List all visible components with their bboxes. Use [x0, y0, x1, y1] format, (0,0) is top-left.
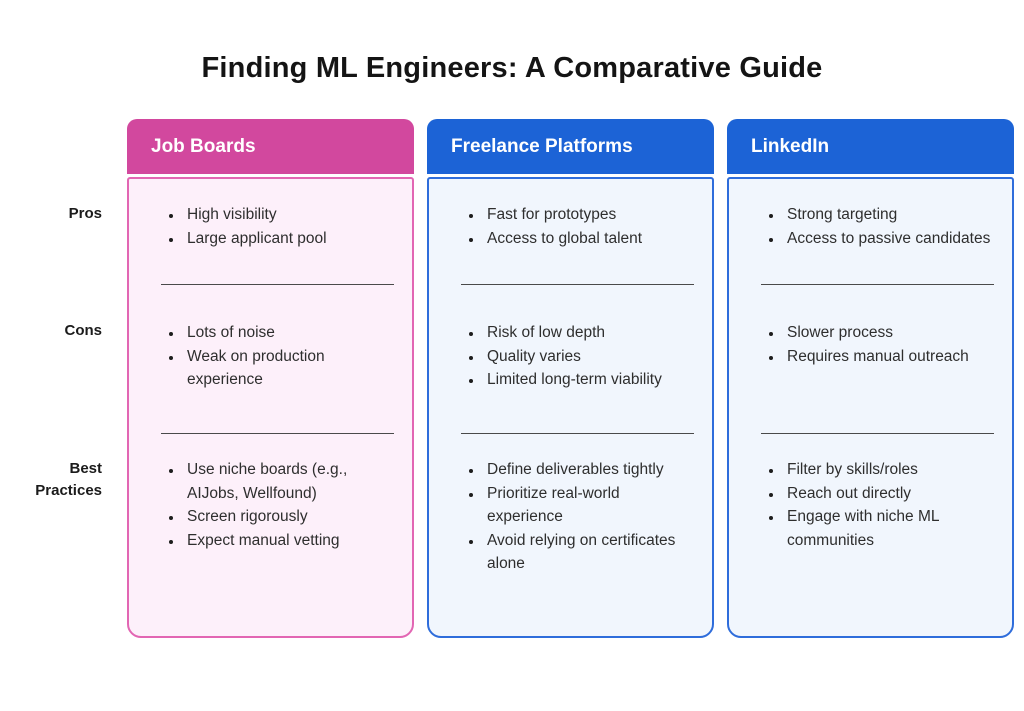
list-item: Strong targeting — [783, 203, 996, 227]
list-item: Requires manual outreach — [783, 345, 996, 369]
page-title: Finding ML Engineers: A Comparative Guid… — [201, 52, 823, 84]
comparison-board: Pros Cons Best Practices Job Boards High… — [10, 119, 1024, 638]
list-item: Use niche boards (e.g., AIJobs, Wellfoun… — [183, 458, 396, 505]
section-divider — [761, 433, 994, 434]
row-label-column: Pros Cons Best Practices — [10, 119, 114, 638]
cons-list: Slower process Requires manual outreach — [729, 285, 1012, 433]
section-divider — [161, 433, 394, 434]
best-practices-list: Filter by skills/roles Reach out directl… — [729, 434, 1012, 552]
cons-list: Lots of noise Weak on production experie… — [129, 285, 412, 433]
card-linkedin: LinkedIn Strong targeting Access to pass… — [727, 119, 1014, 638]
section-divider — [161, 284, 394, 285]
card-header-freelance-platforms: Freelance Platforms — [427, 119, 714, 174]
list-item: Access to passive candidates — [783, 227, 996, 251]
card-header-linkedin: LinkedIn — [727, 119, 1014, 174]
card-body-linkedin: Strong targeting Access to passive candi… — [727, 177, 1014, 638]
card-freelance-platforms: Freelance Platforms Fast for prototypes … — [427, 119, 714, 638]
list-item: Access to global talent — [483, 227, 696, 251]
section-divider — [461, 284, 694, 285]
section-divider — [761, 284, 994, 285]
list-item: Screen rigorously — [183, 505, 396, 529]
best-practices-list: Define deliverables tightly Prioritize r… — [429, 434, 712, 576]
list-item: Risk of low depth — [483, 321, 696, 345]
list-item: High visibility — [183, 203, 396, 227]
row-label-best-practices: Best Practices — [35, 460, 102, 499]
pros-list: High visibility Large applicant pool — [129, 179, 412, 284]
list-item: Quality varies — [483, 345, 696, 369]
list-item: Lots of noise — [183, 321, 396, 345]
section-divider — [461, 433, 694, 434]
row-label-cons: Cons — [64, 322, 103, 339]
list-item: Expect manual vetting — [183, 529, 396, 553]
best-practices-list: Use niche boards (e.g., AIJobs, Wellfoun… — [129, 434, 412, 552]
pros-list: Strong targeting Access to passive candi… — [729, 179, 1012, 284]
row-label-pros: Pros — [68, 205, 102, 222]
card-header-job-boards: Job Boards — [127, 119, 414, 174]
list-item: Weak on production experience — [183, 345, 396, 392]
list-item: Filter by skills/roles — [783, 458, 996, 482]
card-body-freelance-platforms: Fast for prototypes Access to global tal… — [427, 177, 714, 638]
list-item: Avoid relying on certificates alone — [483, 529, 696, 576]
list-item: Engage with niche ML communities — [783, 505, 996, 552]
list-item: Large applicant pool — [183, 227, 396, 251]
list-item: Reach out directly — [783, 482, 996, 506]
card-job-boards: Job Boards High visibility Large applica… — [127, 119, 414, 638]
list-item: Slower process — [783, 321, 996, 345]
cons-list: Risk of low depth Quality varies Limited… — [429, 285, 712, 433]
card-body-job-boards: High visibility Large applicant pool Lot… — [127, 177, 414, 638]
list-item: Limited long-term viability — [483, 368, 696, 392]
list-item: Fast for prototypes — [483, 203, 696, 227]
list-item: Prioritize real-world experience — [483, 482, 696, 529]
pros-list: Fast for prototypes Access to global tal… — [429, 179, 712, 284]
list-item: Define deliverables tightly — [483, 458, 696, 482]
